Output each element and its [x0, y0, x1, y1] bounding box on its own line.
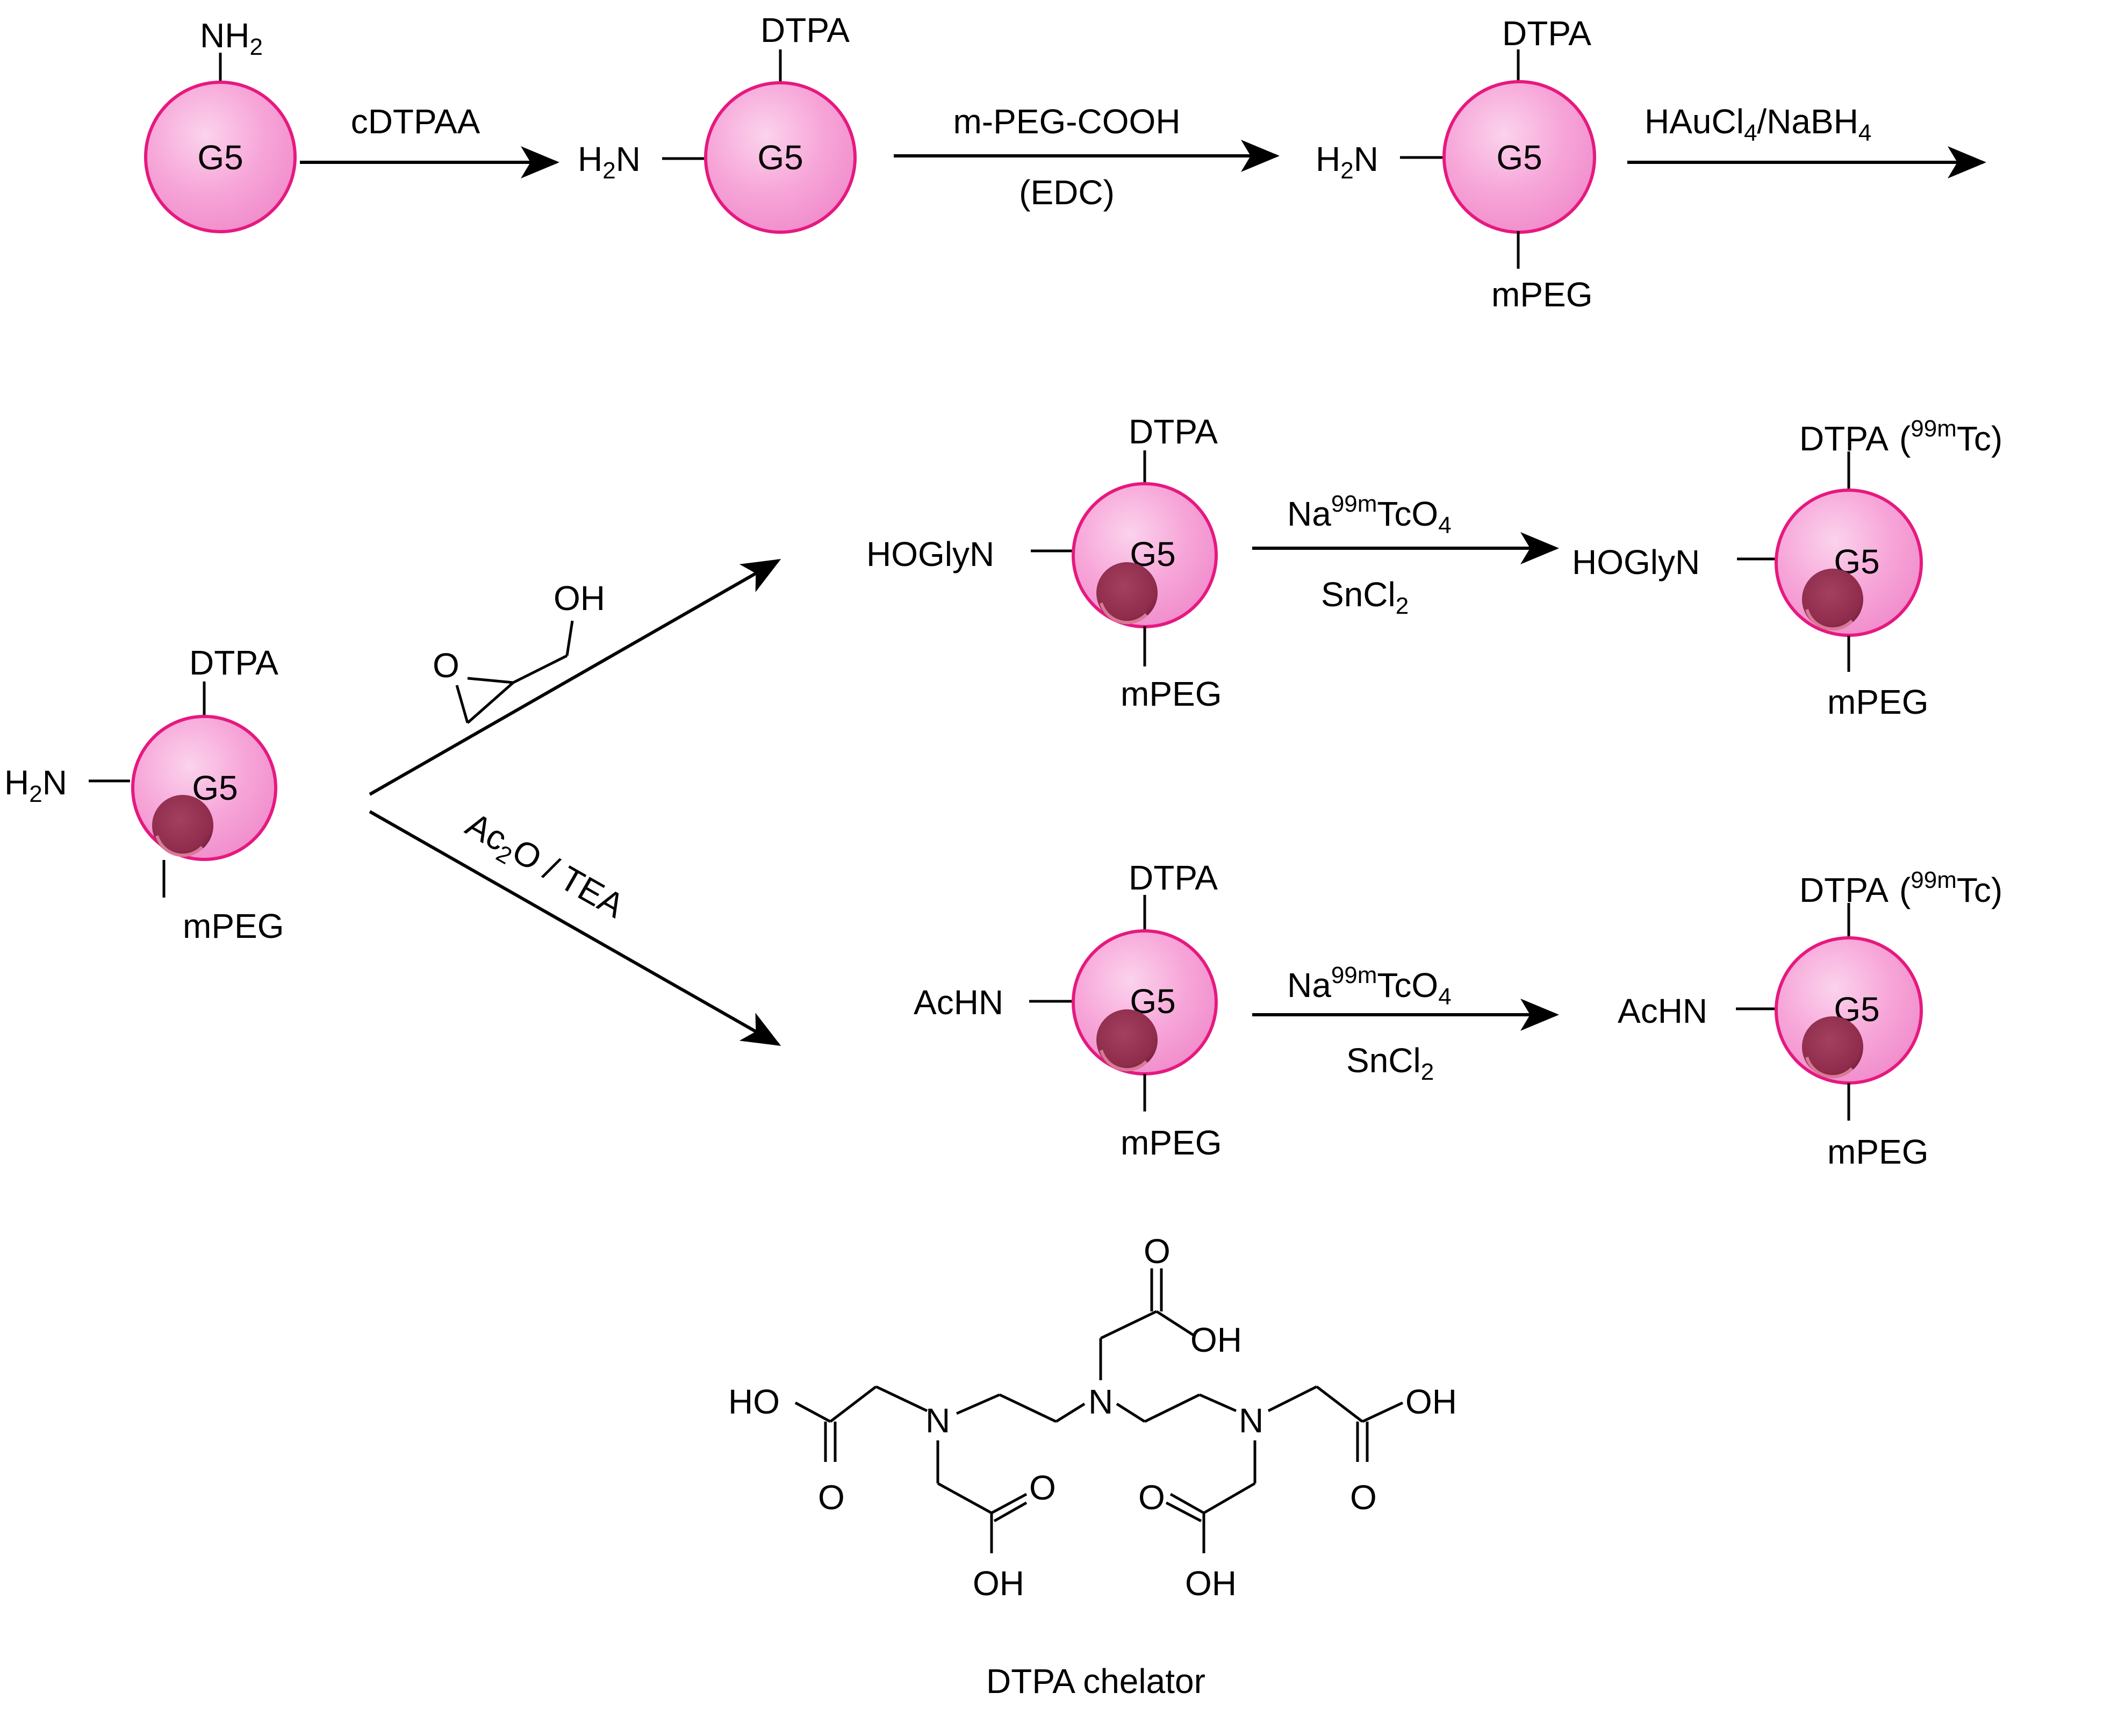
reagent-haucl4-nabh4: HAuCl4/NaBH4 [1645, 102, 1871, 146]
bond [956, 1393, 1001, 1415]
dtpa-label: DTPA [1129, 412, 1218, 451]
dtpa-label: DTPA [1502, 14, 1591, 53]
bond [1267, 1385, 1318, 1412]
atom-o: O [1138, 1478, 1165, 1517]
bond [467, 677, 514, 684]
bond [1169, 1493, 1205, 1515]
glycidol-oh: OH [554, 579, 605, 618]
atom-oh: OH [1190, 1321, 1242, 1359]
dtpa-label: DTPA [1129, 858, 1218, 897]
mpeg-label: mPEG [1827, 1132, 1928, 1171]
atom-n: N [1088, 1382, 1113, 1421]
hoglyn-label: HOGlyN [1572, 543, 1700, 582]
mpeg-label: mPEG [1121, 675, 1222, 713]
bond [829, 1386, 877, 1423]
h2n-label: H2N [4, 763, 67, 807]
dtpa-label: DTPA(99mTc) [1799, 867, 2002, 909]
achn-label: AcHN [1618, 992, 1707, 1030]
reagent-edc: (EDC) [1019, 173, 1115, 212]
bond [466, 682, 514, 724]
gold-nanoparticle [1096, 562, 1158, 625]
mpeg-label: mPEG [1491, 275, 1592, 314]
atom-n: N [1239, 1401, 1263, 1440]
core-label: G5 [1496, 138, 1542, 177]
gold-nanoparticle [1802, 1016, 1863, 1079]
atom-o: O [1144, 1232, 1171, 1271]
dtpa-label: DTPA [760, 11, 850, 49]
dendrimer-sphere [704, 81, 857, 234]
dtpa-chelator-structure: O OH N N HO O O OH N [728, 1232, 1457, 1603]
nh2-label: NH2 [200, 16, 263, 60]
achn-label: AcHN [914, 983, 1003, 1022]
atom-ho: HO [728, 1382, 780, 1421]
gold-nanoparticle [152, 795, 213, 857]
dtpa-label: DTPA [189, 643, 278, 682]
bond [1361, 1401, 1404, 1423]
h2n-label: H2N [1316, 140, 1378, 184]
dendrimer-g5-dtpa-mpeg: H2N DTPA G5 mPEG [1316, 14, 1596, 314]
bond [1165, 1501, 1202, 1523]
dendrimer-g5-achn: DTPA AcHN G5 mPEG [914, 858, 1222, 1162]
glycidol-o: O [433, 646, 459, 685]
dendrimer-sphere [144, 81, 297, 233]
reagent-pertechnetate: Na99mTcO4 [1287, 491, 1452, 539]
bond [1203, 1482, 1256, 1515]
bond [1100, 1310, 1158, 1340]
dendrimer-g5-hoglyn-tc99m: DTPA(99mTc) HOGlyN G5 mPEG [1572, 415, 2002, 721]
dendrimer-g5-dtpa: H2N DTPA G5 [578, 11, 857, 234]
chelator-caption: DTPA chelator [986, 1662, 1205, 1701]
reagent-sncl2: SnCl2 [1321, 575, 1409, 619]
bond [1144, 1393, 1201, 1423]
dendrimer-g5-hoglyn: DTPA HOGlyN G5 mPEG [866, 412, 1222, 713]
reagent-sncl2: SnCl2 [1346, 1041, 1434, 1085]
bond [1116, 1402, 1146, 1423]
bond [1316, 1386, 1363, 1423]
glycidol-structure: OH O [433, 579, 605, 724]
atom-oh: OH [973, 1564, 1024, 1603]
bond [1055, 1402, 1086, 1423]
bond [794, 1401, 831, 1423]
mpeg-label: mPEG [1827, 683, 1928, 721]
atom-o: O [1029, 1468, 1056, 1507]
atom-oh: OH [1405, 1382, 1457, 1421]
reaction-arrow-lower [369, 810, 781, 1046]
dendrimer-g5-achn-tc99m: DTPA(99mTc) AcHN G5 mPEG [1618, 867, 2002, 1171]
dtpa-label: DTPA(99mTc) [1799, 415, 2002, 458]
bond [565, 620, 574, 656]
atom-n: N [925, 1401, 950, 1440]
gold-nanoparticle [1096, 1009, 1158, 1072]
gold-nanoparticle [1802, 569, 1863, 631]
bond [937, 1482, 993, 1515]
core-label: G5 [197, 138, 243, 177]
bond [875, 1385, 928, 1412]
bond [990, 1493, 1028, 1515]
reaction-arrow-upper [369, 559, 781, 796]
atom-o: O [1350, 1478, 1377, 1517]
core-label: G5 [757, 138, 803, 177]
h2n-label: H2N [578, 140, 641, 184]
atom-oh: OH [1185, 1564, 1237, 1603]
bond [512, 654, 568, 684]
reagent-mpeg-cooh: m-PEG-COOH [953, 102, 1180, 141]
reagent-cdtpaa: cDTPAA [351, 102, 480, 141]
reagent-pertechnetate: Na99mTcO4 [1287, 962, 1452, 1010]
dendrimer-g5-gold: DTPA H2N G5 mPEG [4, 643, 284, 945]
bond [999, 1393, 1057, 1423]
bond [993, 1501, 1028, 1523]
dendrimer-g5-amine: NH2 G5 [144, 16, 297, 233]
mpeg-label: mPEG [183, 907, 284, 945]
bond [455, 685, 469, 723]
mpeg-label: mPEG [1121, 1123, 1222, 1162]
bond [1155, 1310, 1195, 1337]
atom-o: O [818, 1478, 845, 1517]
hoglyn-label: HOGlyN [866, 535, 994, 573]
bond [1198, 1393, 1237, 1412]
